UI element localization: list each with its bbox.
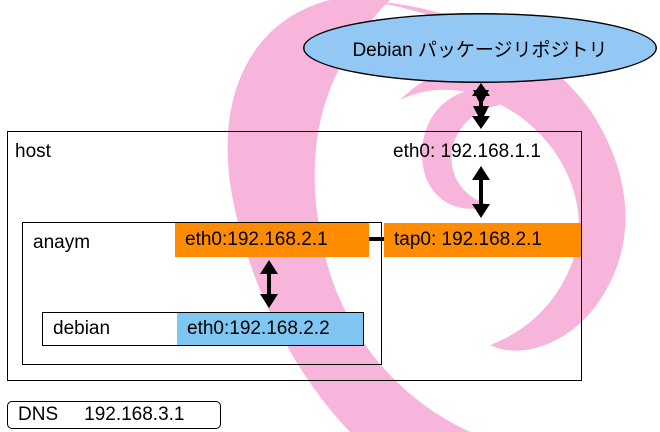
- arrow-eth0-tap0-head-top: [472, 166, 490, 180]
- debian-eth0-interface: eth0:192.168.2.2: [177, 313, 363, 345]
- dns-box: DNS 192.168.3.1: [7, 401, 221, 429]
- dns-label: DNS: [18, 404, 59, 425]
- anaym-box: [22, 222, 382, 365]
- arrow-anaym-debian-head-bottom: [260, 294, 278, 308]
- debian-box: [42, 312, 364, 346]
- anaym-label: anaym: [33, 232, 91, 253]
- host-box: [7, 131, 582, 381]
- anaym-eth0-interface: eth0:192.168.2.1: [175, 223, 369, 257]
- host-tap0-interface: tap0: 192.168.2.1: [384, 223, 581, 257]
- arrow-anaym-debian-head-top: [260, 260, 278, 274]
- arrow-repo-host-head-top: [472, 83, 490, 96]
- debian-label: debian: [53, 318, 111, 339]
- repository-label: Debian パッケージリポジトリ: [352, 39, 608, 61]
- host-eth0-label: eth0: 192.168.1.1: [393, 141, 541, 162]
- repository-node: Debian パッケージリポジトリ: [303, 13, 657, 83]
- dns-ip: 192.168.3.1: [84, 404, 185, 425]
- arrow-repo-host-head-bottom: [472, 116, 490, 129]
- arrow-eth0-tap0-head-bottom: [472, 204, 490, 218]
- host-label: host: [15, 141, 51, 162]
